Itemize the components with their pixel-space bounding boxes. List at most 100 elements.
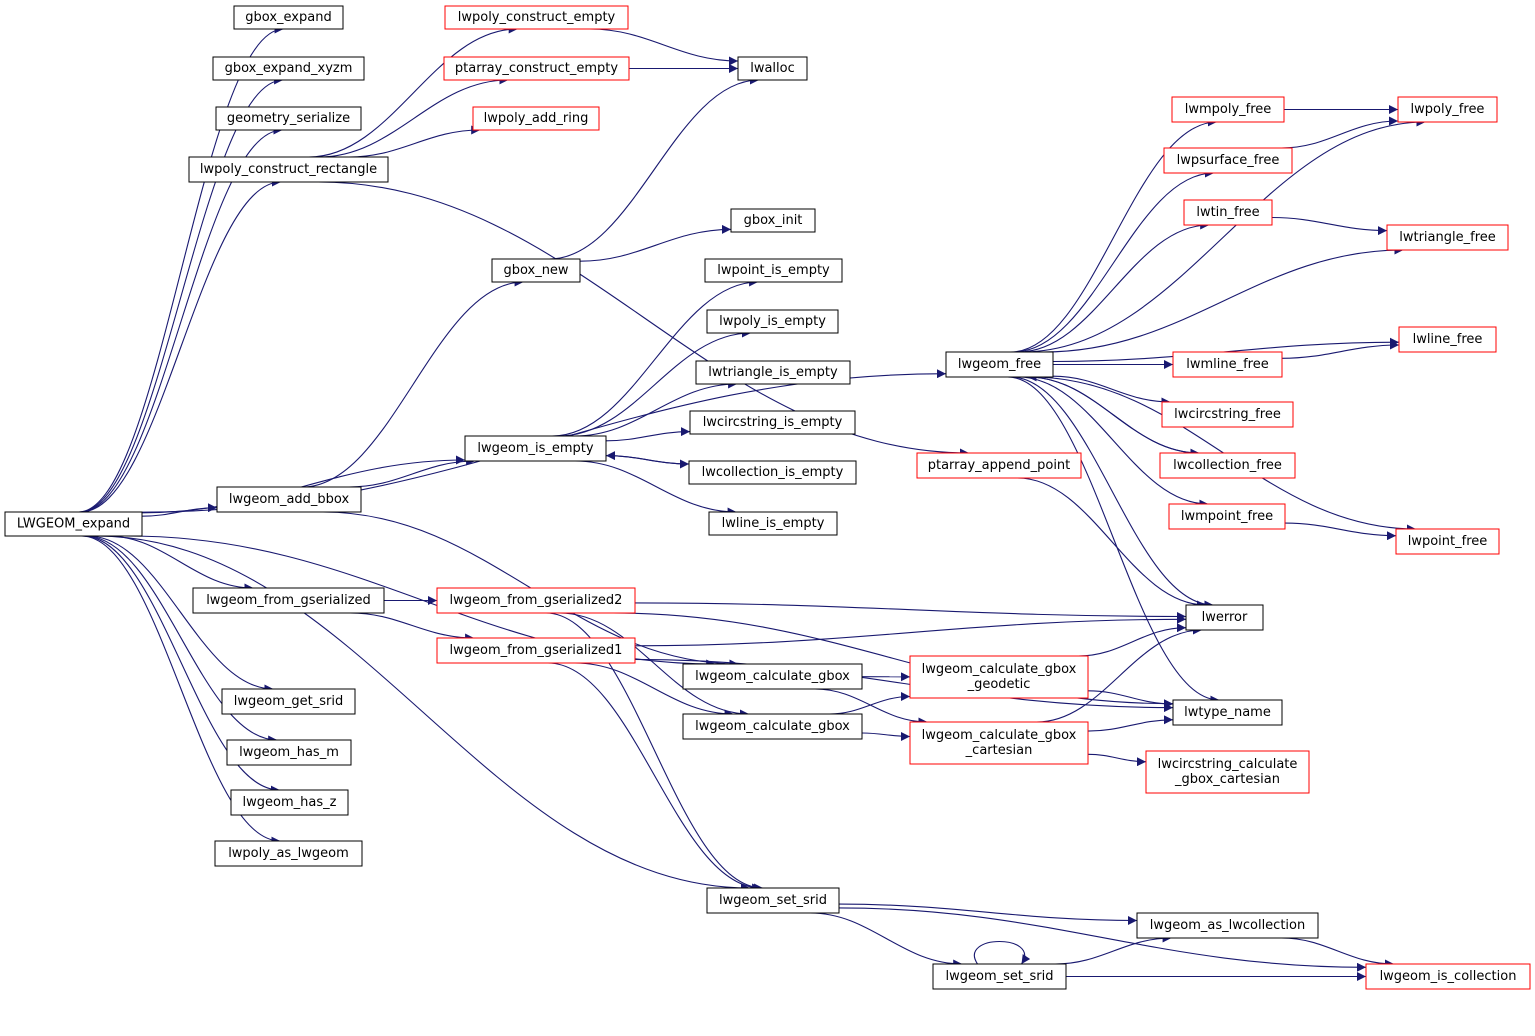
node-box[interactable]: [1398, 326, 1497, 353]
node-lwtriangle-is-empty[interactable]: lwtriangle_is_empty: [695, 360, 851, 385]
node-box[interactable]: [1172, 699, 1283, 726]
node-lwcollection-free[interactable]: lwcollection_free: [1159, 452, 1296, 479]
node-lwgeom-is-collection[interactable]: lwgeom_is_collection: [1365, 963, 1531, 990]
node-lwpoint-free[interactable]: lwpoint_free: [1395, 528, 1500, 555]
node-box[interactable]: [233, 5, 344, 30]
node-box[interactable]: [226, 739, 352, 766]
node-box[interactable]: [1145, 750, 1310, 794]
node-box[interactable]: [1397, 96, 1498, 123]
node-box[interactable]: [230, 789, 349, 816]
node-lwtriangle-free[interactable]: lwtriangle_free: [1386, 224, 1509, 251]
node-box[interactable]: [1171, 96, 1285, 123]
node-lwalloc[interactable]: lwalloc: [737, 56, 808, 81]
node-box[interactable]: [1136, 912, 1319, 939]
node-box[interactable]: [221, 688, 356, 715]
node-box[interactable]: [1185, 604, 1264, 631]
node-lwpoint-is-empty[interactable]: lwpoint_is_empty: [704, 258, 843, 283]
node-box[interactable]: [4, 511, 143, 537]
node-gbox-expand[interactable]: gbox_expand: [233, 5, 344, 30]
node-box[interactable]: [1168, 503, 1286, 530]
node-box[interactable]: [212, 56, 365, 81]
node-box[interactable]: [909, 721, 1089, 765]
node-lwgeom-from-gserialized[interactable]: lwgeom_from_gserialized: [192, 587, 385, 614]
node-box[interactable]: [1163, 147, 1293, 174]
node-lwcircstring-calculate-gbox-cartesian[interactable]: lwcircstring_calculate_gbox_cartesian: [1145, 750, 1310, 794]
node-box[interactable]: [945, 351, 1054, 378]
node-box[interactable]: [695, 360, 851, 385]
node-lwpoly-free[interactable]: lwpoly_free: [1397, 96, 1498, 123]
node-gbox-new[interactable]: gbox_new: [491, 258, 581, 283]
node-lwline-free[interactable]: lwline_free: [1398, 326, 1497, 353]
node-lwgeom-calculate-gbox-geodetic[interactable]: lwgeom_calculate_gbox_geodetic: [909, 655, 1089, 699]
node-lwgeom-add-bbox[interactable]: lwgeom_add_bbox: [216, 486, 362, 513]
node-box[interactable]: [1159, 452, 1296, 479]
node-box[interactable]: [1386, 224, 1509, 251]
node-box[interactable]: [909, 655, 1089, 699]
node-lwpoly-as-lwgeom[interactable]: lwpoly_as_lwgeom: [214, 840, 363, 867]
node-box[interactable]: [444, 5, 629, 30]
node-box[interactable]: [436, 587, 636, 614]
node-box[interactable]: [443, 56, 630, 81]
node-box[interactable]: [215, 106, 362, 131]
node-geometry-serialize[interactable]: geometry_serialize: [215, 106, 362, 131]
node-lwgeom-free[interactable]: lwgeom_free: [945, 351, 1054, 378]
node-box[interactable]: [491, 258, 581, 283]
node-lwpsurface-free[interactable]: lwpsurface_free: [1163, 147, 1293, 174]
node-lwgeom-has-m[interactable]: lwgeom_has_m: [226, 739, 352, 766]
node-box[interactable]: [192, 587, 385, 614]
node-box[interactable]: [689, 410, 856, 435]
node-ptarray-construct-empty[interactable]: ptarray_construct_empty: [443, 56, 630, 81]
node-lwgeom-calculate-gbox-cartesian[interactable]: lwgeom_calculate_gbox_cartesian: [909, 721, 1089, 765]
node-box[interactable]: [706, 309, 839, 334]
node-lwmline-free[interactable]: lwmline_free: [1172, 351, 1283, 378]
node-box[interactable]: [214, 840, 363, 867]
node-lwpoly-construct-rectangle[interactable]: lwpoly_construct_rectangle: [188, 156, 389, 183]
node-box[interactable]: [706, 887, 840, 914]
node-lwgeom-from-gserialized2[interactable]: lwgeom_from_gserialized2: [436, 587, 636, 614]
node-box[interactable]: [1172, 351, 1283, 378]
node-gbox-expand-xyzm[interactable]: gbox_expand_xyzm: [212, 56, 365, 81]
node-lwgeom-is-empty[interactable]: lwgeom_is_empty: [464, 435, 607, 462]
node-box[interactable]: [704, 258, 843, 283]
node-lwgeom-get-srid[interactable]: lwgeom_get_srid: [221, 688, 356, 715]
node-lwgeom-set-srid-2[interactable]: lwgeom_set_srid: [932, 963, 1067, 990]
node-lwpoly-add-ring[interactable]: lwpoly_add_ring: [472, 106, 600, 131]
node-lwgeom-from-gserialized1[interactable]: lwgeom_from_gserialized1: [436, 637, 636, 664]
node-box[interactable]: [1395, 528, 1500, 555]
node-box[interactable]: [916, 452, 1082, 479]
node-lwcollection-is-empty[interactable]: lwcollection_is_empty: [688, 460, 857, 485]
node-box[interactable]: [436, 637, 636, 664]
node-ptarray-append-point[interactable]: ptarray_append_point: [916, 452, 1082, 479]
node-root[interactable]: LWGEOM_expand: [4, 511, 143, 537]
node-box[interactable]: [464, 435, 607, 462]
node-box[interactable]: [737, 56, 808, 81]
node-lwtype-name[interactable]: lwtype_name: [1172, 699, 1283, 726]
node-lwerror[interactable]: lwerror: [1185, 604, 1264, 631]
node-lwmpoint-free[interactable]: lwmpoint_free: [1168, 503, 1286, 530]
node-lwcircstring-free[interactable]: lwcircstring_free: [1161, 401, 1294, 428]
node-lwtin-free[interactable]: lwtin_free: [1183, 199, 1273, 226]
node-box[interactable]: [472, 106, 600, 131]
node-gbox-init[interactable]: gbox_init: [730, 208, 816, 233]
node-lwpoly-construct-empty[interactable]: lwpoly_construct_empty: [444, 5, 629, 30]
node-lwgeom-has-z[interactable]: lwgeom_has_z: [230, 789, 349, 816]
node-lwgeom-set-srid-1[interactable]: lwgeom_set_srid: [706, 887, 840, 914]
node-box[interactable]: [708, 511, 838, 536]
node-box[interactable]: [688, 460, 857, 485]
node-box[interactable]: [932, 963, 1067, 990]
node-box[interactable]: [730, 208, 816, 233]
node-box[interactable]: [1161, 401, 1294, 428]
node-box[interactable]: [1365, 963, 1531, 990]
node-lwgeom-calculate-gbox-a[interactable]: lwgeom_calculate_gbox: [682, 663, 863, 690]
node-box[interactable]: [188, 156, 389, 183]
node-lwcircstring-is-empty[interactable]: lwcircstring_is_empty: [689, 410, 856, 435]
node-lwgeom-as-lwcollection[interactable]: lwgeom_as_lwcollection: [1136, 912, 1319, 939]
node-lwmpoly-free[interactable]: lwmpoly_free: [1171, 96, 1285, 123]
node-box[interactable]: [216, 486, 362, 513]
node-box[interactable]: [1183, 199, 1273, 226]
node-box[interactable]: [682, 663, 863, 690]
node-lwpoly-is-empty[interactable]: lwpoly_is_empty: [706, 309, 839, 334]
node-box[interactable]: [682, 713, 863, 740]
node-lwgeom-calculate-gbox-b[interactable]: lwgeom_calculate_gbox: [682, 713, 863, 740]
node-lwline-is-empty[interactable]: lwline_is_empty: [708, 511, 838, 536]
